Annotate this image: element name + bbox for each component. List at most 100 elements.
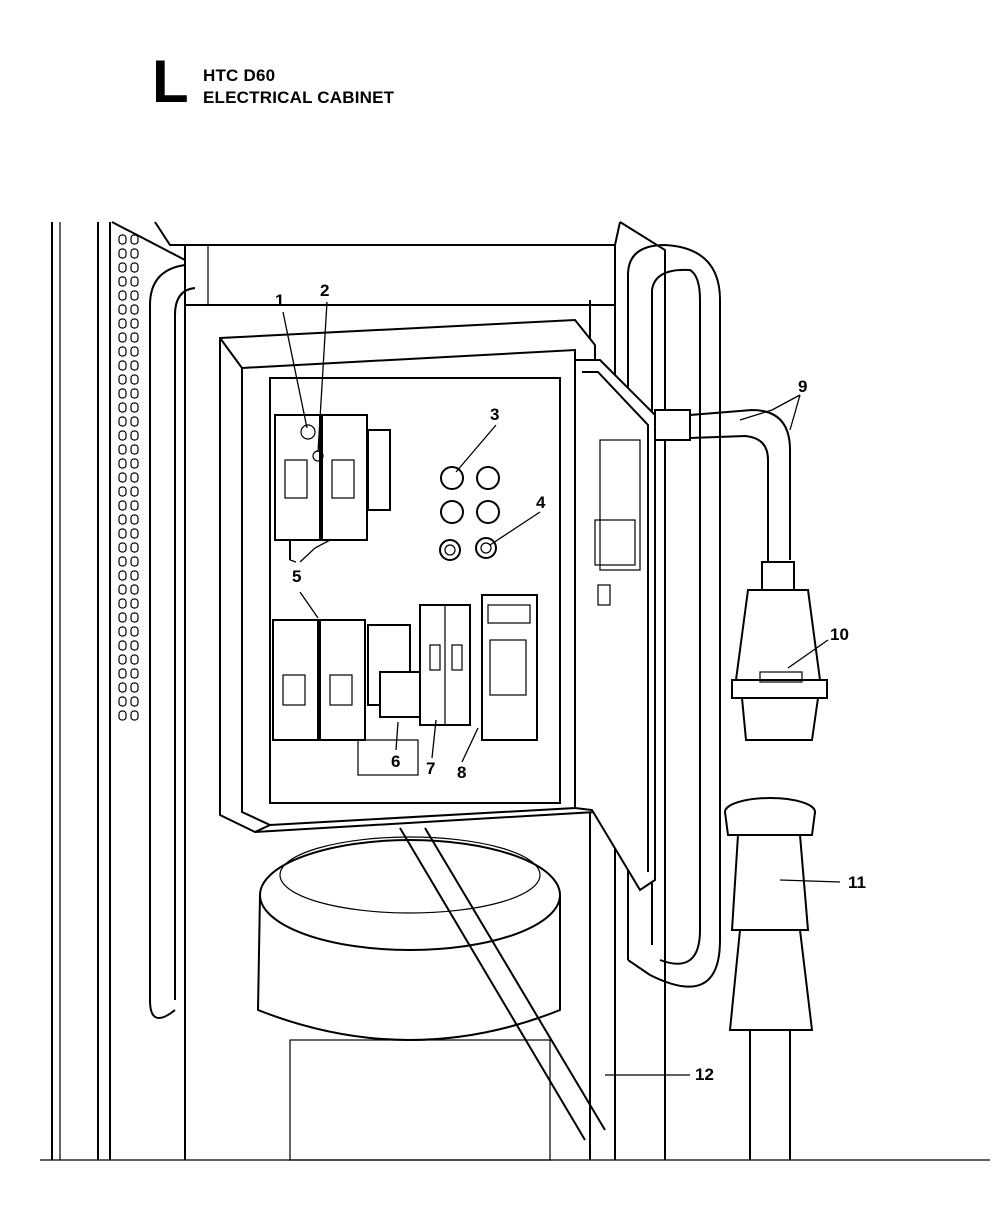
vent-hole — [130, 542, 139, 553]
vent-hole — [118, 584, 127, 595]
vent-hole — [130, 346, 139, 357]
vent-hole — [118, 262, 127, 273]
control-relay — [481, 594, 538, 741]
vent-hole — [118, 248, 127, 259]
vent-hole — [130, 528, 139, 539]
vent-hole — [130, 318, 139, 329]
vent-hole — [130, 234, 139, 245]
vent-hole — [130, 682, 139, 693]
callout-9: 9 — [798, 377, 807, 396]
motor-fan — [256, 836, 561, 1161]
vent-hole — [118, 640, 127, 651]
vent-hole — [130, 584, 139, 595]
contactors-lower — [272, 619, 426, 776]
vent-hole — [118, 304, 127, 315]
callout-8: 8 — [457, 763, 466, 782]
vent-hole — [118, 402, 127, 413]
pilot-lights — [439, 466, 500, 561]
callout-12: 12 — [695, 1065, 714, 1084]
vent-hole — [130, 262, 139, 273]
vent-hole — [130, 570, 139, 581]
cabinet-door — [574, 359, 656, 892]
vent-hole — [118, 710, 127, 721]
vent-hole — [118, 346, 127, 357]
right-handle-pipe — [627, 243, 721, 988]
vent-hole — [118, 290, 127, 301]
main-cable — [399, 827, 606, 1141]
vent-hole — [130, 388, 139, 399]
vent-hole — [130, 598, 139, 609]
callout-3: 3 — [490, 405, 499, 424]
model-title: HTC D60 — [203, 66, 276, 85]
leader-lines — [282, 301, 841, 1076]
vent-hole — [118, 276, 127, 287]
vent-hole — [118, 696, 127, 707]
callout-labels: 1 2 3 4 5 6 7 8 9 10 11 12 — [275, 281, 866, 1084]
vent-hole — [118, 612, 127, 623]
callout-4: 4 — [536, 493, 546, 512]
vent-hole — [118, 486, 127, 497]
vent-hole — [130, 612, 139, 623]
vent-hole — [118, 682, 127, 693]
vent-hole — [130, 696, 139, 707]
vent-hole — [118, 528, 127, 539]
vent-hole — [130, 654, 139, 665]
vent-hole — [118, 654, 127, 665]
vent-hole — [130, 472, 139, 483]
vent-hole — [130, 332, 139, 343]
vent-hole — [118, 598, 127, 609]
callout-5: 5 — [292, 567, 301, 586]
assembly-title: ELECTRICAL CABINET — [203, 88, 395, 107]
callout-10: 10 — [830, 625, 849, 644]
vent-hole — [118, 430, 127, 441]
vent-hole — [118, 472, 127, 483]
callout-2: 2 — [320, 281, 329, 300]
left-vent-column — [51, 221, 186, 1160]
contactors-upper — [274, 414, 391, 560]
vent-hole — [130, 402, 139, 413]
callout-11: 11 — [848, 873, 866, 892]
left-handle-pipe — [149, 264, 196, 1019]
vent-hole — [118, 570, 127, 581]
vent-hole — [118, 444, 127, 455]
vent-hole — [130, 444, 139, 455]
vent-hole — [130, 374, 139, 385]
vent-hole — [130, 668, 139, 679]
vent-hole — [118, 318, 127, 329]
callout-6: 6 — [391, 752, 400, 771]
vent-hole — [130, 640, 139, 651]
vent-hole — [130, 290, 139, 301]
vent-hole — [118, 332, 127, 343]
vent-hole — [118, 626, 127, 637]
vent-hole — [130, 626, 139, 637]
cabinet-enclosure — [219, 318, 596, 834]
vent-hole — [130, 458, 139, 469]
vent-hole — [118, 416, 127, 427]
vent-hole — [118, 234, 127, 245]
vent-hole — [118, 374, 127, 385]
vent-hole — [118, 556, 127, 567]
vent-hole — [118, 514, 127, 525]
vent-hole — [130, 360, 139, 371]
vent-hole — [130, 430, 139, 441]
vent-hole — [118, 458, 127, 469]
callout-7: 7 — [426, 759, 435, 778]
vent-hole — [130, 514, 139, 525]
callout-1: 1 — [275, 291, 284, 310]
vent-hole — [118, 360, 127, 371]
vent-hole — [130, 486, 139, 497]
section-letter: L — [152, 48, 189, 115]
vent-hole — [130, 416, 139, 427]
power-plug — [731, 561, 828, 741]
vent-hole — [118, 500, 127, 511]
power-socket — [724, 797, 816, 1160]
cable-gland — [654, 408, 791, 565]
vent-hole — [118, 668, 127, 679]
vent-hole — [130, 500, 139, 511]
vent-hole — [130, 248, 139, 259]
vent-hole — [118, 542, 127, 553]
vent-hole — [118, 388, 127, 399]
vent-hole — [130, 304, 139, 315]
